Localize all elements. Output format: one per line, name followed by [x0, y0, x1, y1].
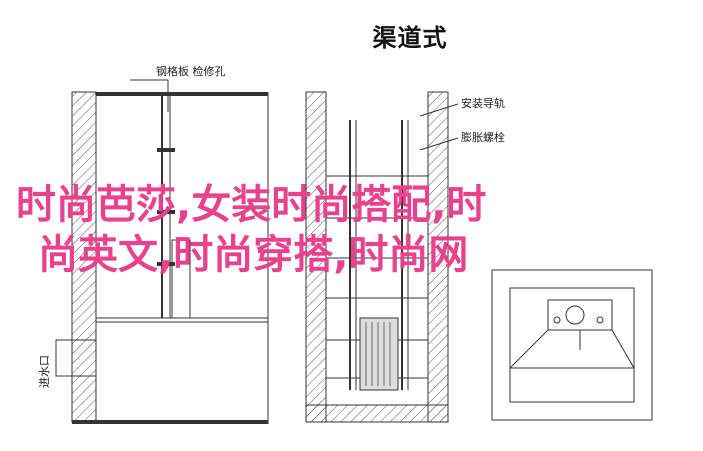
watermark-line-2: 尚英文,时尚穿搭,时尚网	[38, 232, 469, 278]
middle-section-view: 安装导轨 膨胀螺栓	[305, 91, 505, 423]
diagram-title: 渠道式	[372, 24, 448, 52]
watermark-line-1: 时尚芭莎,女装时尚搭配,时	[16, 182, 487, 228]
watermark-overlay: 时尚芭莎,女装时尚搭配,时 尚英文,时尚穿搭,时尚网	[16, 180, 636, 280]
left-section-view: 钢格板 检修孔 进水口	[38, 64, 269, 424]
label-steel-plate: 钢格板 检修孔	[156, 64, 226, 78]
right-plan-view	[491, 269, 653, 421]
label-inlet: 进水口	[38, 355, 51, 388]
label-guide-rail: 安装导轨	[461, 96, 505, 110]
label-expansion-bolt: 膨胀螺栓	[461, 130, 505, 144]
